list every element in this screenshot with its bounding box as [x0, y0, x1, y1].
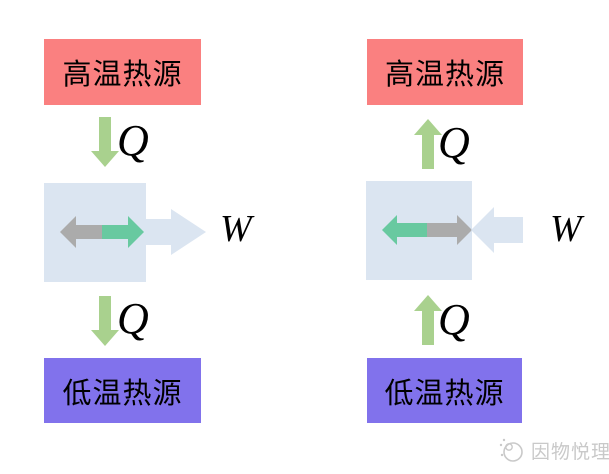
work-label: W: [550, 208, 582, 250]
watermark-logo-dot: [502, 438, 506, 442]
piston-right-arrow-shape: [427, 215, 472, 245]
work-in-arrow-shape: [471, 207, 523, 253]
heat-in-label: Q: [438, 295, 470, 344]
heat-up-arrow-icon: [414, 295, 442, 345]
hot-reservoir-box: 高温热源: [44, 39, 201, 105]
watermark-text: 因物悦理: [531, 441, 609, 463]
piston-right-arrow-shape: [102, 216, 144, 248]
heat-down-arrow-shape: [91, 117, 119, 167]
work-label: W: [220, 208, 252, 250]
watermark-logo-dot: [499, 443, 503, 447]
watermark: 因物悦理: [498, 436, 609, 464]
heat-up-arrow-icon: [414, 119, 442, 169]
piston-double-arrow-icon: [60, 216, 144, 248]
heat-in-label: Q: [117, 116, 149, 165]
watermark-logo-circle: [503, 442, 523, 462]
cold-reservoir-box: 低温热源: [367, 358, 522, 423]
heat-out-label: Q: [117, 294, 149, 343]
work-out-arrow-shape: [146, 209, 206, 255]
watermark-logo-head: [505, 443, 513, 451]
piston-double-arrow-icon: [382, 215, 472, 245]
heat-down-arrow-icon: [91, 296, 119, 346]
hot-reservoir-box: 高温热源: [367, 39, 523, 105]
piston-left-arrow-shape: [60, 216, 102, 248]
watermark-logo-icon: [499, 438, 523, 462]
heat-out-label: Q: [438, 118, 470, 167]
work-out-arrow-icon: [146, 209, 206, 255]
heat-up-arrow-shape: [414, 295, 442, 345]
watermark-logo-dot: [500, 453, 504, 457]
heat-up-arrow-shape: [414, 119, 442, 169]
heat-down-arrow-shape: [91, 296, 119, 346]
piston-left-arrow-shape: [382, 215, 427, 245]
heat-down-arrow-icon: [91, 117, 119, 167]
cold-reservoir-box: 低温热源: [44, 358, 201, 423]
work-in-arrow-icon: [471, 207, 523, 253]
